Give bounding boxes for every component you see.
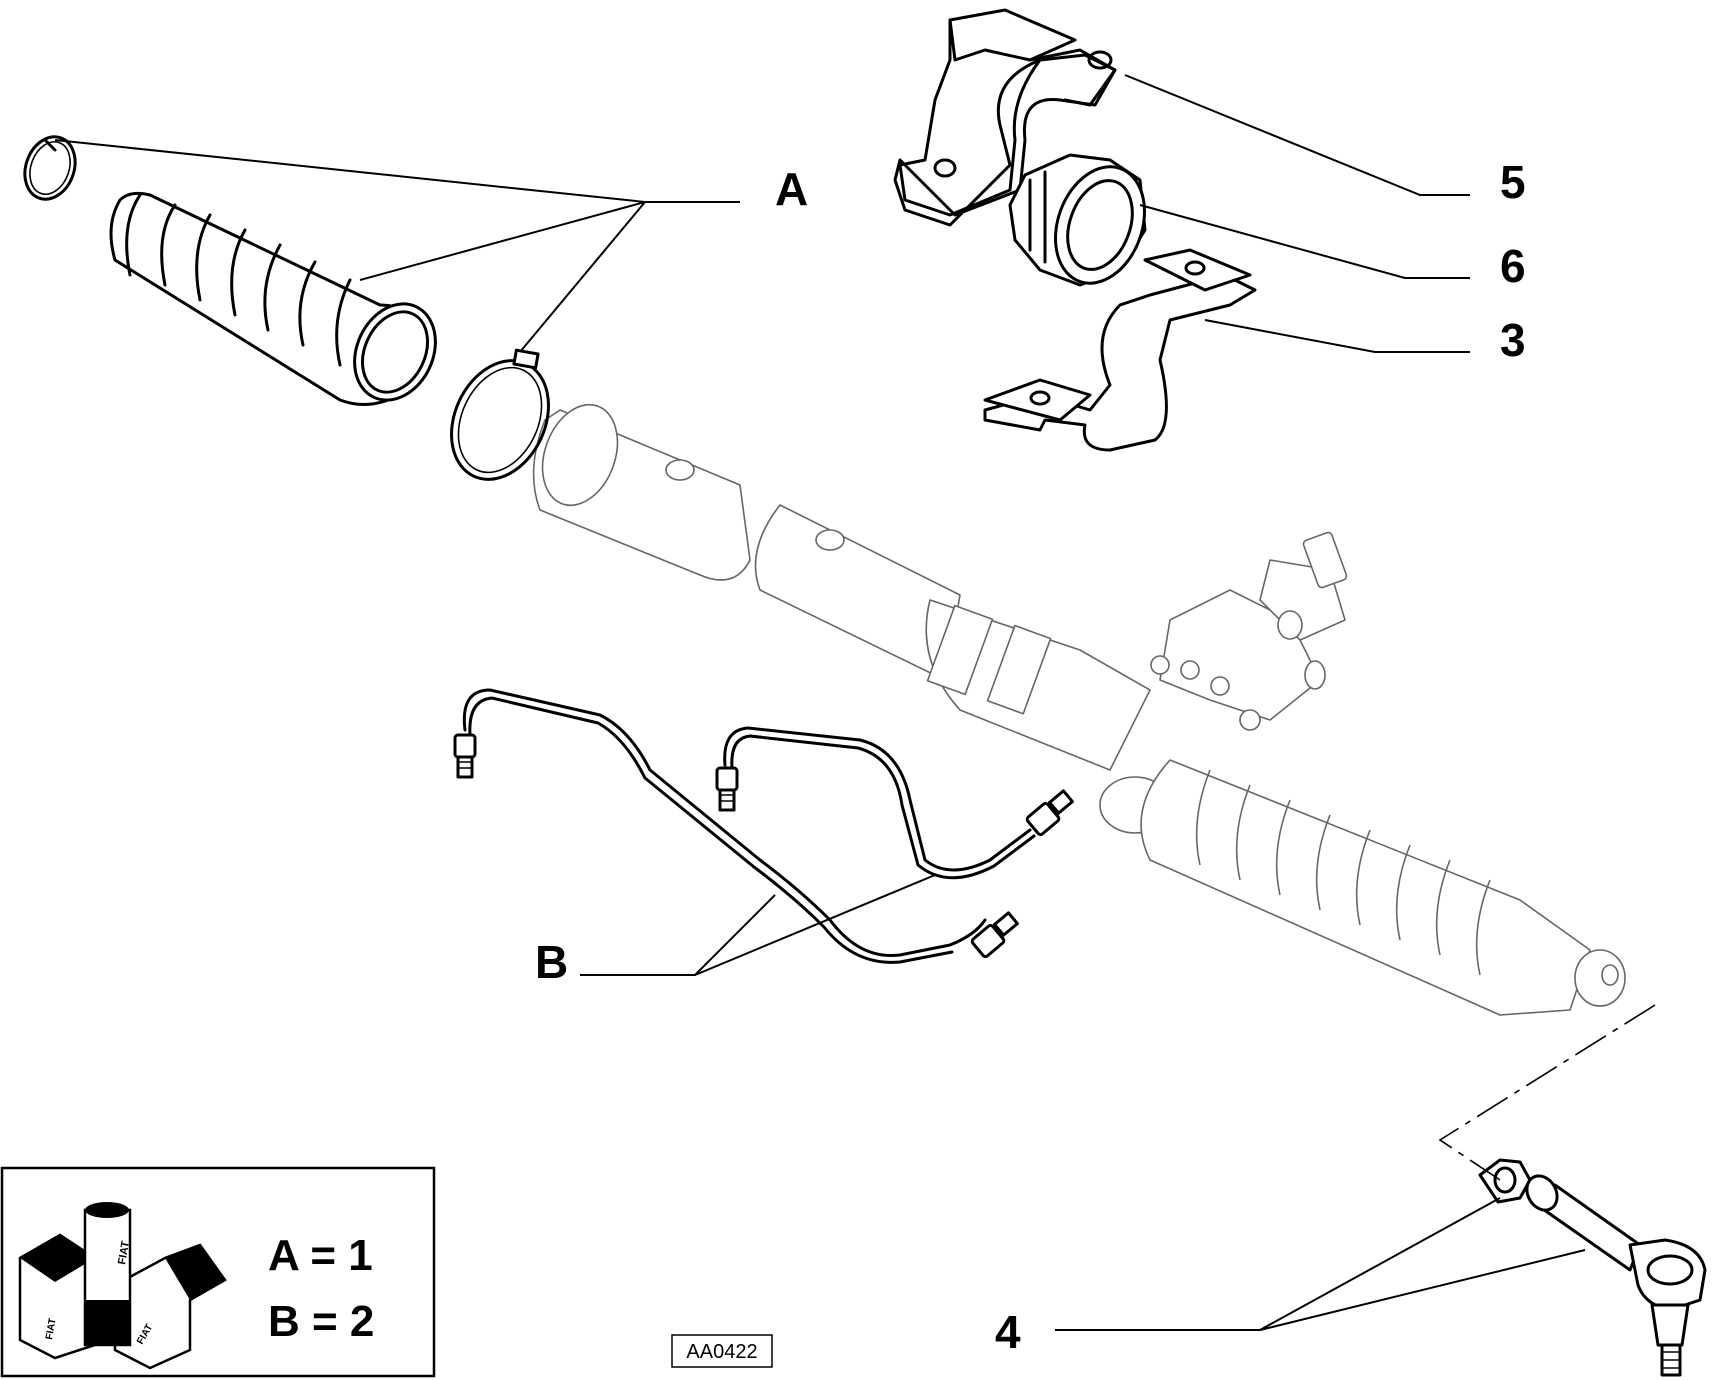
retaining-strap-icon xyxy=(983,248,1257,452)
hydraulic-pipes-icon xyxy=(453,688,1074,964)
tie-rod-end-icon xyxy=(1525,1174,1707,1377)
drawing-code-box: AA0422 xyxy=(671,1334,773,1368)
drawing-code: AA0422 xyxy=(686,1341,757,1363)
assembly-axis-line xyxy=(1438,1004,1656,1181)
leader-lines xyxy=(54,74,1586,1331)
mounting-bracket-icon xyxy=(893,8,1117,227)
callout-B: B xyxy=(535,936,568,988)
callout-3: 3 xyxy=(1500,314,1526,366)
callout-6: 6 xyxy=(1500,240,1526,292)
boot-clamp-small-icon xyxy=(23,135,77,201)
kit-logo-word: FIAT xyxy=(116,1240,132,1266)
boot-clamp-large-icon xyxy=(450,348,550,481)
kit-logo-icon: FIAT FIAT FIAT xyxy=(18,1202,227,1370)
bellows-boot-icon xyxy=(109,191,437,406)
legend-line-A: A = 1 xyxy=(268,1231,373,1280)
legend-line-B: B = 2 xyxy=(268,1297,374,1346)
callout-5: 5 xyxy=(1500,156,1526,208)
hex-nut-icon xyxy=(1478,1158,1532,1204)
kit-logo-word-2: FIAT xyxy=(44,1317,59,1340)
legend-box: FIAT FIAT FIAT A = 1 B = 2 xyxy=(0,1166,436,1378)
rubber-bushing-icon xyxy=(1008,153,1147,287)
callout-4: 4 xyxy=(995,1306,1021,1358)
callout-A: A xyxy=(775,163,808,215)
steering-rack xyxy=(532,403,1626,1016)
